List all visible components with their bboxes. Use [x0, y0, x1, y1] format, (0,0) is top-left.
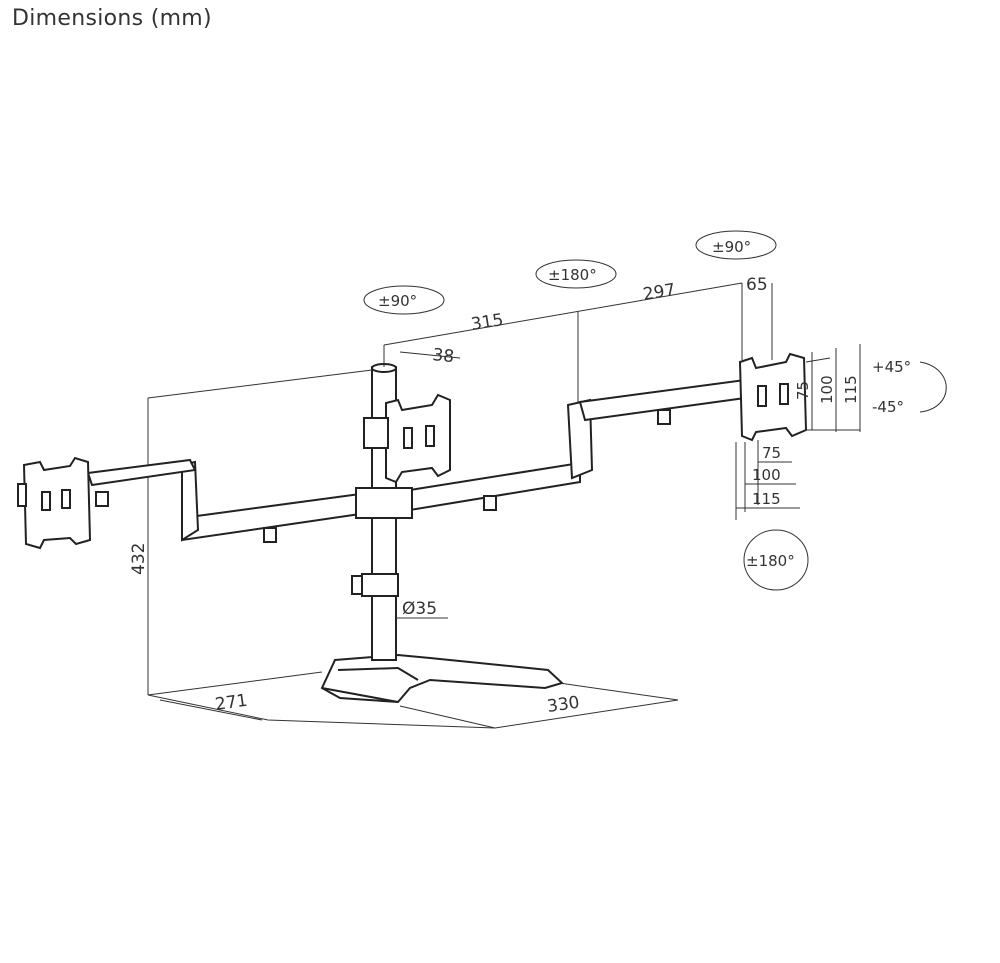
label-vesa-v-115: 115 — [752, 490, 781, 508]
label-rot-left: ±90° — [378, 292, 417, 310]
label-offset-right: 65 — [746, 275, 768, 295]
label-base-depth: 271 — [214, 691, 249, 715]
label-rot-right: ±90° — [712, 238, 751, 256]
tilt-arrow-icon — [919, 361, 947, 413]
rotation-left-icon — [363, 285, 445, 315]
right-arm — [409, 378, 746, 512]
label-pole-top: 38 — [431, 345, 455, 367]
base-footprint — [147, 398, 679, 729]
rotation-middle-icon — [535, 259, 617, 289]
label-arm-right: 297 — [642, 280, 677, 305]
vesa-plate-left — [17, 456, 92, 550]
label-vesa-h-100: 100 — [818, 375, 836, 404]
label-height: 432 — [129, 543, 149, 575]
arm-clamp — [355, 487, 413, 519]
label-base-width: 330 — [546, 693, 581, 717]
dimension-lines — [147, 282, 861, 619]
label-pole-diameter: Ø35 — [402, 599, 437, 619]
label-rot-bottom: ±180° — [746, 552, 795, 570]
label-tilt-down: -45° — [872, 398, 904, 416]
label-vesa-h-115: 115 — [842, 375, 860, 404]
rotation-bottom-icon — [743, 529, 809, 591]
rotation-arrows — [363, 230, 947, 591]
vesa-plate-center — [363, 393, 451, 484]
label-rot-middle: ±180° — [548, 266, 597, 284]
label-tilt-up: +45° — [872, 358, 911, 376]
rotation-right-icon — [695, 230, 777, 260]
label-arm-left: 315 — [470, 310, 505, 335]
label-vesa-h-75: 75 — [794, 381, 812, 400]
label-vesa-v-75: 75 — [762, 444, 781, 462]
left-arm — [86, 458, 361, 543]
desk-base — [320, 653, 564, 704]
label-vesa-v-100: 100 — [752, 466, 781, 484]
page-title: Dimensions (mm) — [12, 6, 212, 31]
